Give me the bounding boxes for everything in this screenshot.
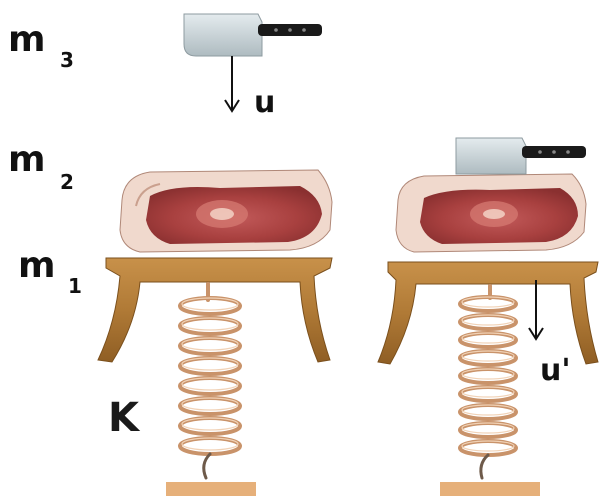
base-left	[166, 482, 256, 496]
meat-right	[396, 174, 586, 252]
spring-left	[180, 284, 240, 478]
arrow-u	[225, 56, 239, 111]
cleaver-right	[456, 138, 586, 174]
cleaver-left	[184, 14, 322, 56]
spring-right-highlight	[462, 297, 514, 451]
base-right	[440, 482, 540, 496]
arrow-u-prime	[529, 280, 543, 339]
meat-left	[120, 170, 332, 252]
